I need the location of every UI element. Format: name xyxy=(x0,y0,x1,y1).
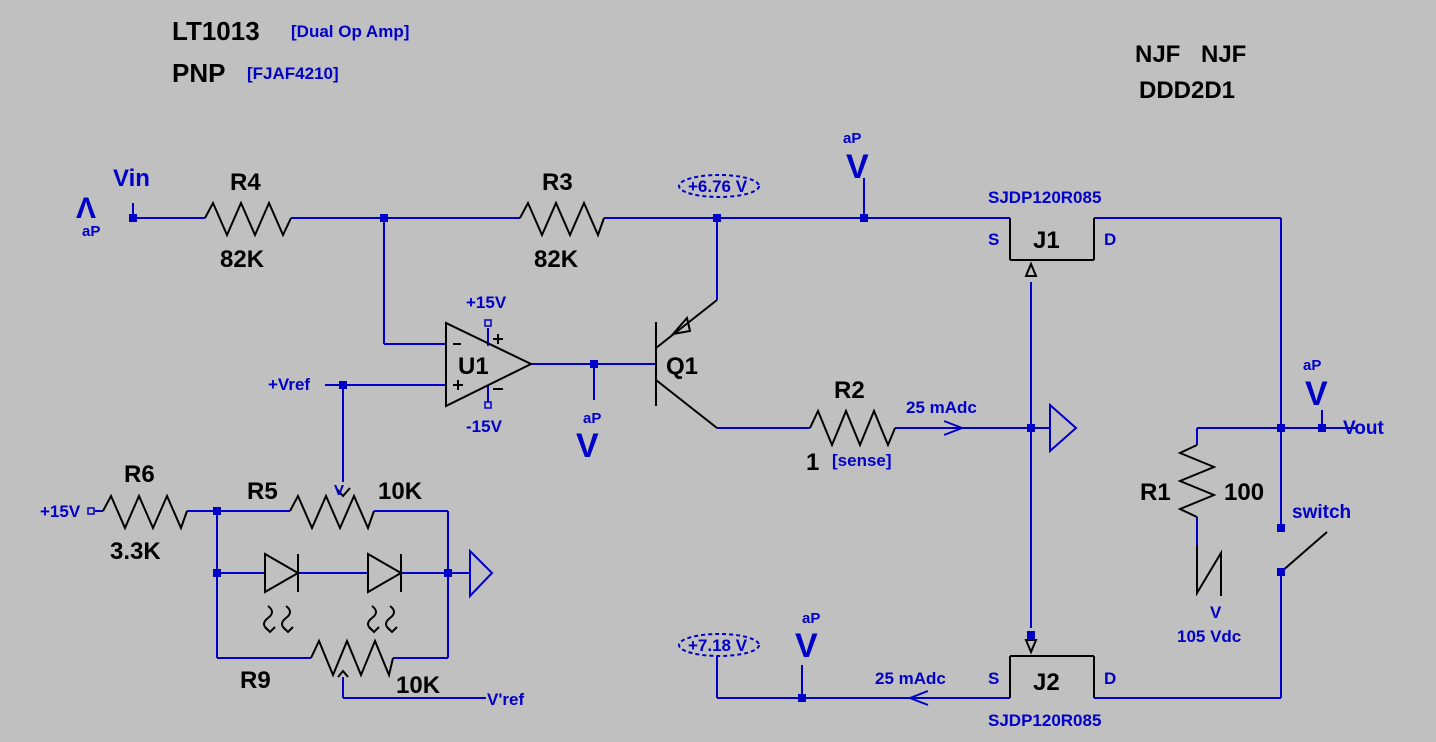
probe-top-ap: aP xyxy=(843,130,861,147)
r5-name: R5 xyxy=(247,478,278,505)
jfet-j2[interactable] xyxy=(1009,639,1095,698)
transistor-q1[interactable] xyxy=(655,299,718,429)
r4-name: R4 xyxy=(230,169,261,196)
diode-1[interactable] xyxy=(264,552,301,594)
r2-symbol[interactable] xyxy=(809,408,896,448)
r4-value: 82K xyxy=(220,246,265,273)
r1-value: 100 xyxy=(1224,479,1264,506)
j1-model: SJDP120R085 xyxy=(988,188,1101,207)
r2-name: R2 xyxy=(834,377,865,404)
current-j2: 25 mAdc xyxy=(875,669,946,688)
opamp-u1[interactable] xyxy=(445,319,534,409)
u1-name: U1 xyxy=(458,353,489,380)
vref-prime-label: V'ref xyxy=(487,690,524,709)
j1-name: J1 xyxy=(1033,227,1060,254)
probe-top-v: V xyxy=(846,148,869,186)
r9-value: 10K xyxy=(396,672,441,699)
switch-symbol[interactable] xyxy=(1280,531,1328,573)
volt-bottom: +7.18 V xyxy=(688,636,748,655)
light-arrows xyxy=(263,605,398,634)
r6-symbol[interactable] xyxy=(102,493,188,531)
probe-vout-v: V xyxy=(1305,375,1328,413)
r5-symbol[interactable] xyxy=(289,493,375,531)
diode-2[interactable] xyxy=(367,552,404,594)
vref-label: +Vref xyxy=(268,375,310,394)
r1-symbol[interactable] xyxy=(1177,444,1217,518)
vin-label: Vin xyxy=(113,165,150,192)
r1-vdc-v: V xyxy=(1210,603,1222,622)
resistors xyxy=(102,200,1222,679)
r1-vdc: 105 Vdc xyxy=(1177,627,1241,646)
r9-symbol[interactable] xyxy=(310,638,394,679)
r3-name: R3 xyxy=(542,169,573,196)
p15-label: +15V xyxy=(40,502,81,521)
u1-vpos: +15V xyxy=(466,293,507,312)
probe-mid-ap: aP xyxy=(583,410,601,427)
r3-symbol[interactable] xyxy=(519,200,605,238)
bjt-desc-label: [FJAF4210] xyxy=(247,64,339,83)
r4-symbol[interactable] xyxy=(204,200,292,238)
j2-d: D xyxy=(1104,669,1116,688)
switch-label: switch xyxy=(1292,502,1351,523)
r2-note: [sense] xyxy=(832,451,892,470)
r5-value: 10K xyxy=(378,478,423,505)
j2-model: SJDP120R085 xyxy=(988,711,1101,730)
q1-name: Q1 xyxy=(666,353,698,380)
labels: LT1013 [Dual Op Amp] PNP [FJAF4210] NJF … xyxy=(40,16,1384,730)
vout-label: Vout xyxy=(1343,418,1384,439)
njf-label-2: NJF xyxy=(1201,41,1246,68)
ground-symbols xyxy=(469,402,1078,599)
probe-vout-ap: aP xyxy=(1303,357,1321,374)
j1-s: S xyxy=(988,230,999,249)
j1-d: D xyxy=(1104,230,1116,249)
r9-name: R9 xyxy=(240,667,271,694)
r6-name: R6 xyxy=(124,461,155,488)
vin-ap: aP xyxy=(82,223,100,240)
r5-wiper: V xyxy=(334,482,344,499)
current-r2: 25 mAdc xyxy=(906,398,977,417)
bjt-model-label: PNP xyxy=(172,58,225,88)
wires xyxy=(95,178,1356,699)
ddd-label: DDD2D1 xyxy=(1139,77,1235,104)
r3-value: 82K xyxy=(534,246,579,273)
r1-name: R1 xyxy=(1140,479,1171,506)
vin-caret: Λ xyxy=(76,192,96,225)
u1-vneg: -15V xyxy=(466,417,503,436)
probe-mid-v: V xyxy=(576,427,599,465)
r6-value: 3.3K xyxy=(110,538,161,565)
probe-glyphs xyxy=(678,174,965,706)
j2-s: S xyxy=(988,669,999,688)
volt-top: +6.76 V xyxy=(688,177,748,196)
r2-value: 1 xyxy=(806,449,819,476)
opamp-desc-label: [Dual Op Amp] xyxy=(291,22,409,41)
probe-bottom-v: V xyxy=(795,627,818,665)
njf-label-1: NJF xyxy=(1135,41,1180,68)
j2-name: J2 xyxy=(1033,669,1060,696)
probe-bottom-ap: aP xyxy=(802,610,820,627)
nodes xyxy=(87,214,1326,702)
opamp-model-label: LT1013 xyxy=(172,16,260,46)
jfet-j1[interactable] xyxy=(1009,218,1095,277)
